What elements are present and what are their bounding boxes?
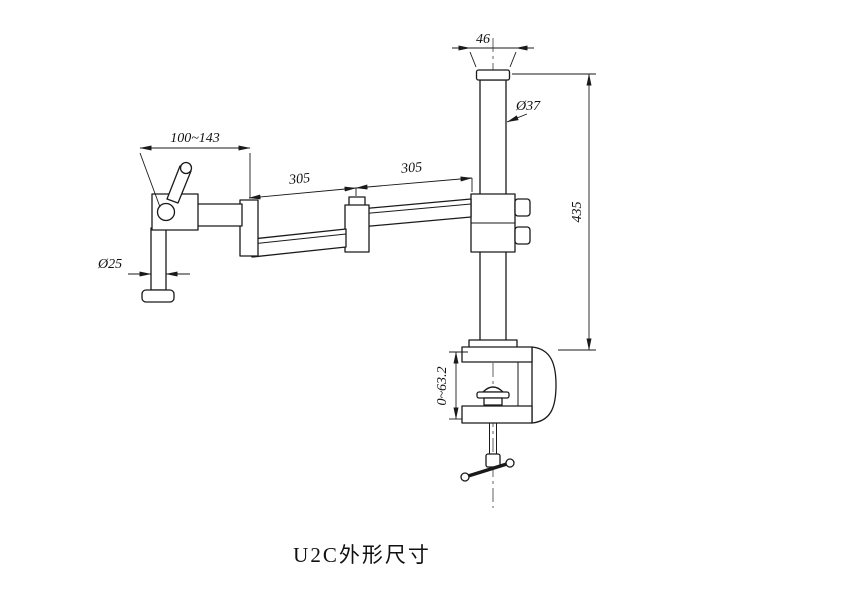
clamp-top-arm xyxy=(461,346,533,363)
dim-pole-diameter-label: Ø37 xyxy=(515,99,541,114)
dim-cap-width-label: 46 xyxy=(476,32,490,47)
dim-arm-segment-right: 305 xyxy=(355,160,473,192)
extension-rod xyxy=(195,203,243,227)
dim-arm-segment-right-label: 305 xyxy=(400,160,423,177)
clamp-pad-stem xyxy=(483,397,503,406)
dim-post-diameter: Ø25 xyxy=(97,257,190,277)
dim-pole-diameter: Ø37 xyxy=(506,99,541,123)
lock-lever-knob xyxy=(179,161,193,175)
column-cap xyxy=(475,69,511,81)
end-joint-block xyxy=(239,199,259,257)
articulated-arm xyxy=(251,196,472,258)
handle-ball-right xyxy=(505,458,515,468)
clamp-spine xyxy=(531,346,557,424)
head-assembly xyxy=(141,161,259,303)
mounting-collar xyxy=(470,193,531,253)
screw-t-handle xyxy=(463,461,512,479)
handle-ball-left xyxy=(460,472,470,482)
adjustment-knob-lower xyxy=(514,226,531,245)
clamp-pad-flange xyxy=(476,391,510,399)
drawing-caption: U2C外形尺寸 xyxy=(293,543,431,567)
dim-clamp-range: 0~63.2 xyxy=(435,351,468,420)
dim-arm-segment-left: 305 xyxy=(248,171,357,200)
clamp-bottom-arm xyxy=(461,405,533,424)
drop-post xyxy=(150,227,167,291)
clamp-pad-dome xyxy=(482,386,504,393)
lower-arm-edge-line xyxy=(251,233,347,245)
dim-cap-width: 46 xyxy=(452,32,534,68)
mid-joint-body xyxy=(344,204,370,253)
head-pivot xyxy=(156,202,176,222)
dim-arm-segment-left-label: 305 xyxy=(287,171,310,188)
adjustment-knob-upper xyxy=(514,198,531,217)
upper-arm-edge-line xyxy=(359,203,472,215)
dim-column-height-label: 435 xyxy=(570,202,585,223)
dim-head-range-label: 100~143 xyxy=(170,131,220,146)
table-clamp xyxy=(460,346,557,482)
dim-clamp-range-label: 0~63.2 xyxy=(435,366,450,405)
dim-column-height: 435 xyxy=(512,73,596,351)
dim-post-diameter-label: Ø25 xyxy=(97,257,122,272)
post-foot xyxy=(141,289,175,303)
